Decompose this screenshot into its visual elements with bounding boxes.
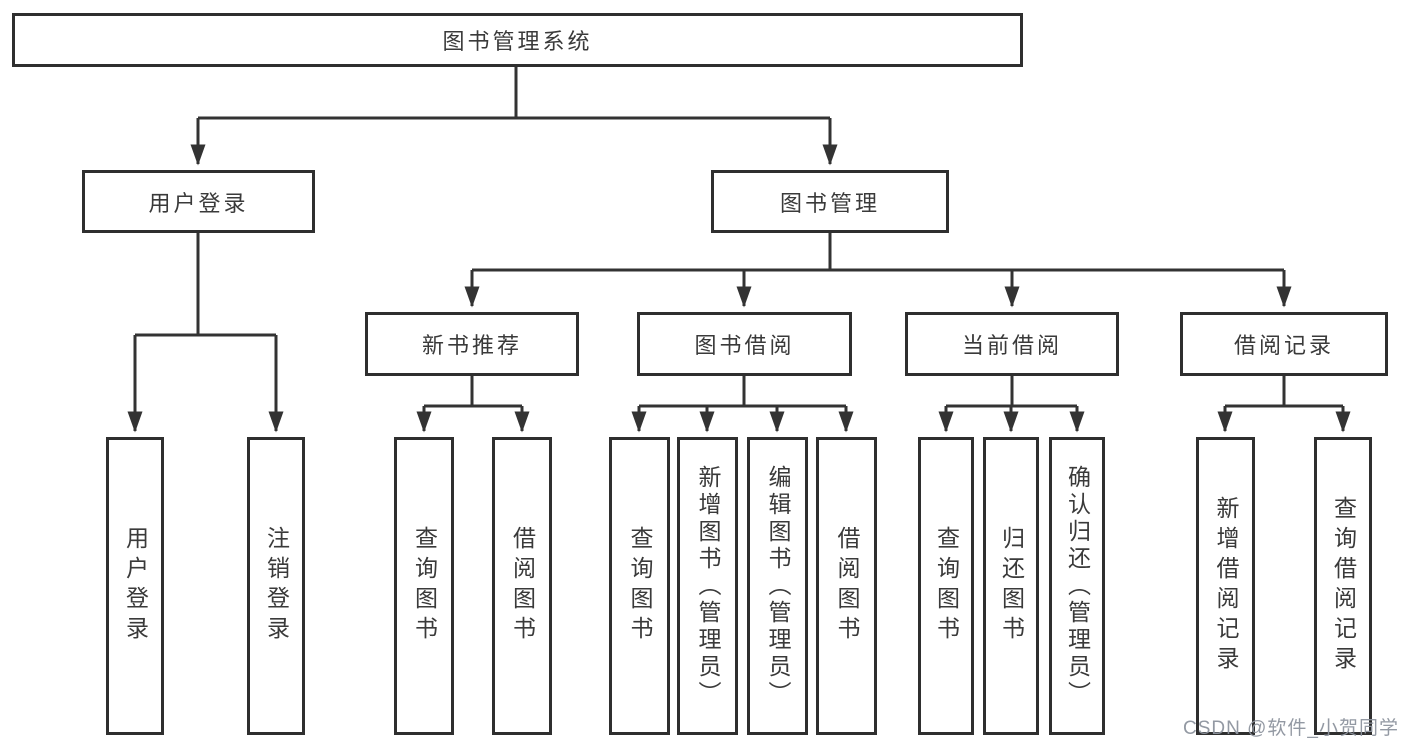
- node-book-management: 图书管理: [711, 170, 949, 233]
- node-return-books: 归还图书: [983, 437, 1039, 735]
- node-borrowing-records-label: 借阅记录: [1233, 333, 1334, 358]
- node-book-management-label: 图书管理: [779, 190, 880, 216]
- node-user-login-leaf-label: 用户登录: [122, 526, 149, 646]
- node-query-books-2: 查询图书: [609, 437, 670, 735]
- node-query-books-1-label: 查询图书: [411, 526, 438, 646]
- node-root: 图书管理系统: [12, 13, 1023, 67]
- node-query-books-3: 查询图书: [918, 437, 974, 735]
- node-confirm-return-admin-label: 确认归还（管理员）: [1064, 464, 1091, 708]
- node-current-borrowing: 当前借阅: [905, 312, 1119, 376]
- node-add-borrow-record-label: 新增借阅记录: [1213, 496, 1239, 676]
- node-borrow-books-1-label: 借阅图书: [509, 526, 536, 646]
- node-book-borrowing-label: 图书借阅: [694, 333, 795, 358]
- node-borrow-books-1: 借阅图书: [492, 437, 552, 735]
- connector-arrows: [127, 118, 1351, 433]
- node-logout-label: 注销登录: [263, 526, 290, 646]
- node-add-books-admin: 新增图书（管理员）: [677, 437, 738, 735]
- node-query-borrow-record: 查询借阅记录: [1314, 437, 1372, 735]
- node-user-login: 用户登录: [82, 170, 315, 233]
- node-current-borrowing-label: 当前借阅: [961, 333, 1062, 358]
- node-borrowing-records: 借阅记录: [1180, 312, 1388, 376]
- node-book-borrowing: 图书借阅: [637, 312, 852, 376]
- node-new-book-recommend: 新书推荐: [365, 312, 579, 376]
- csdn-watermark: CSDN @软件_小贺同学: [1183, 718, 1399, 739]
- node-query-books-2-label: 查询图书: [627, 526, 653, 646]
- node-logout: 注销登录: [247, 437, 305, 735]
- node-edit-books-admin-label: 编辑图书（管理员）: [765, 464, 791, 708]
- node-add-borrow-record: 新增借阅记录: [1196, 437, 1255, 735]
- node-new-book-recommend-label: 新书推荐: [421, 333, 522, 358]
- node-confirm-return-admin: 确认归还（管理员）: [1049, 437, 1105, 735]
- node-borrow-books-2: 借阅图书: [816, 437, 877, 735]
- node-return-books-label: 归还图书: [998, 526, 1025, 646]
- node-edit-books-admin: 编辑图书（管理员）: [747, 437, 808, 735]
- node-user-login-leaf: 用户登录: [106, 437, 164, 735]
- node-query-books-3-label: 查询图书: [933, 526, 960, 646]
- node-borrow-books-2-label: 借阅图书: [834, 526, 860, 646]
- node-root-label: 图书管理系统: [442, 29, 593, 54]
- node-query-borrow-record-label: 查询借阅记录: [1330, 496, 1357, 676]
- node-user-login-label: 用户登录: [148, 190, 249, 216]
- node-add-books-admin-label: 新增图书（管理员）: [695, 464, 721, 708]
- node-query-books-1: 查询图书: [394, 437, 454, 735]
